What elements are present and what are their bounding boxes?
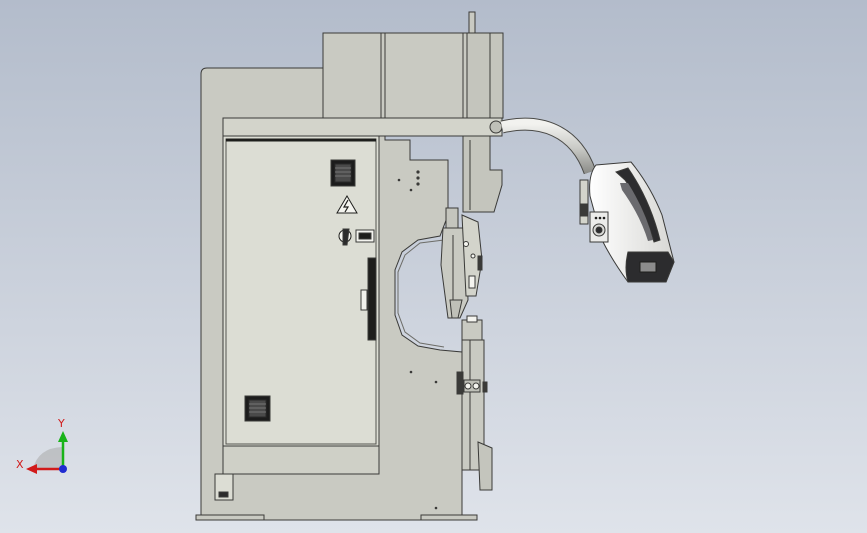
pendant-arm-hose [500, 117, 597, 175]
pendant-hanger [579, 179, 589, 225]
main-switch-handle[interactable] [338, 228, 375, 246]
lower-die-bed [456, 315, 493, 491]
top-rod [468, 11, 476, 35]
triad-y-label: Y [57, 417, 65, 430]
top-beam [222, 117, 503, 137]
door-latch[interactable] [360, 289, 368, 311]
base-foot-right [420, 514, 478, 521]
triad-x-arrowhead [26, 464, 37, 474]
control-pendant[interactable] [579, 161, 675, 283]
cabinet-vent-bottom [244, 395, 271, 422]
warning-sign-icon [336, 195, 358, 214]
press-brake-model[interactable] [195, 11, 504, 521]
triad-z-axis [59, 465, 67, 473]
ram-housing [462, 135, 503, 213]
hanger-slot [580, 203, 588, 217]
beam-end-cap [489, 120, 503, 134]
cabinet-door[interactable] [225, 138, 377, 445]
triad-x-label: X [16, 458, 24, 471]
cabinet-vent-top [330, 159, 356, 187]
coordinate-triad: X Y [16, 417, 68, 474]
hydraulic-block-right [384, 32, 468, 119]
panel-lock-icon [218, 491, 229, 498]
cabinet-base-strip [222, 445, 380, 475]
lightning-bolt-icon [342, 199, 350, 213]
door-hinge [367, 257, 377, 341]
hydraulic-block-edge [466, 32, 504, 119]
throat-edge [397, 239, 445, 348]
pendant-logo [639, 261, 657, 273]
base-foot-left [195, 514, 265, 521]
triad-y-arrowhead [58, 431, 68, 442]
triad-plane-wedge [33, 447, 63, 469]
upper-tool-clamp [440, 207, 483, 319]
hydraulic-block-left [322, 32, 386, 119]
frame-bolts [397, 170, 438, 510]
